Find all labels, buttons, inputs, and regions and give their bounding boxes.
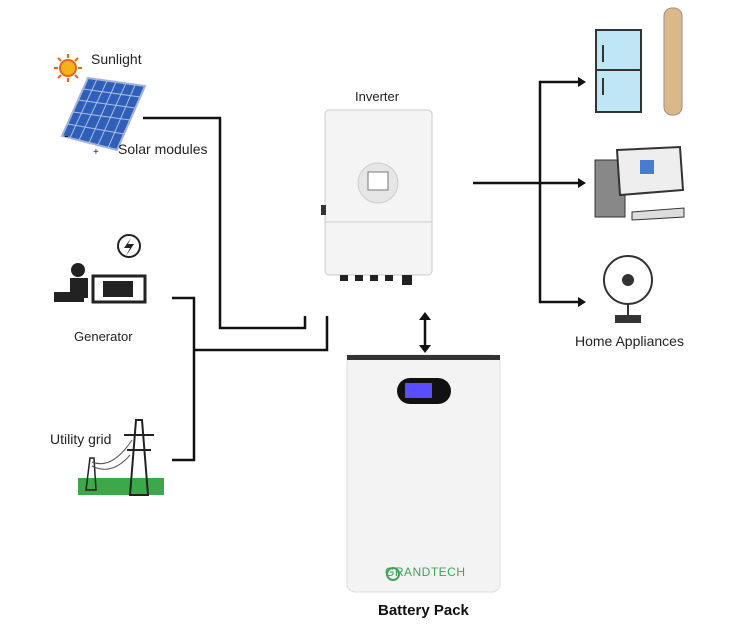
double-arrow-icon: [419, 312, 431, 353]
home-appliances-label: Home Appliances: [575, 333, 684, 349]
sun-icon: [54, 54, 82, 82]
battery-pack-label: Battery Pack: [378, 602, 469, 619]
refrigerator-icon: [595, 7, 683, 116]
utility-grid-label: Utility grid: [50, 431, 112, 447]
computer-icon: [594, 145, 685, 221]
plus-terminal-label: +: [93, 147, 99, 158]
utility-grid-icon: [78, 419, 164, 496]
brand-logo-text: GRANDTECH: [385, 565, 466, 579]
fan-icon: [603, 255, 653, 323]
solar-line: [143, 116, 307, 330]
solar-modules-label: Solar modules: [118, 141, 208, 157]
inverter-label: Inverter: [355, 89, 400, 104]
inverter-icon: [321, 109, 433, 285]
plug-icons: [578, 77, 586, 307]
output-bus: [538, 80, 582, 304]
sunlight-label: Sunlight: [91, 51, 142, 67]
solar-panel-icon: [60, 76, 147, 152]
generator-label: Generator: [74, 329, 133, 344]
generator-line: [172, 296, 196, 462]
generator-icon: [54, 234, 147, 304]
minus-terminal-label: -: [64, 127, 69, 143]
ac-input-line: [194, 316, 329, 352]
battery-pack-icon: [346, 354, 501, 593]
